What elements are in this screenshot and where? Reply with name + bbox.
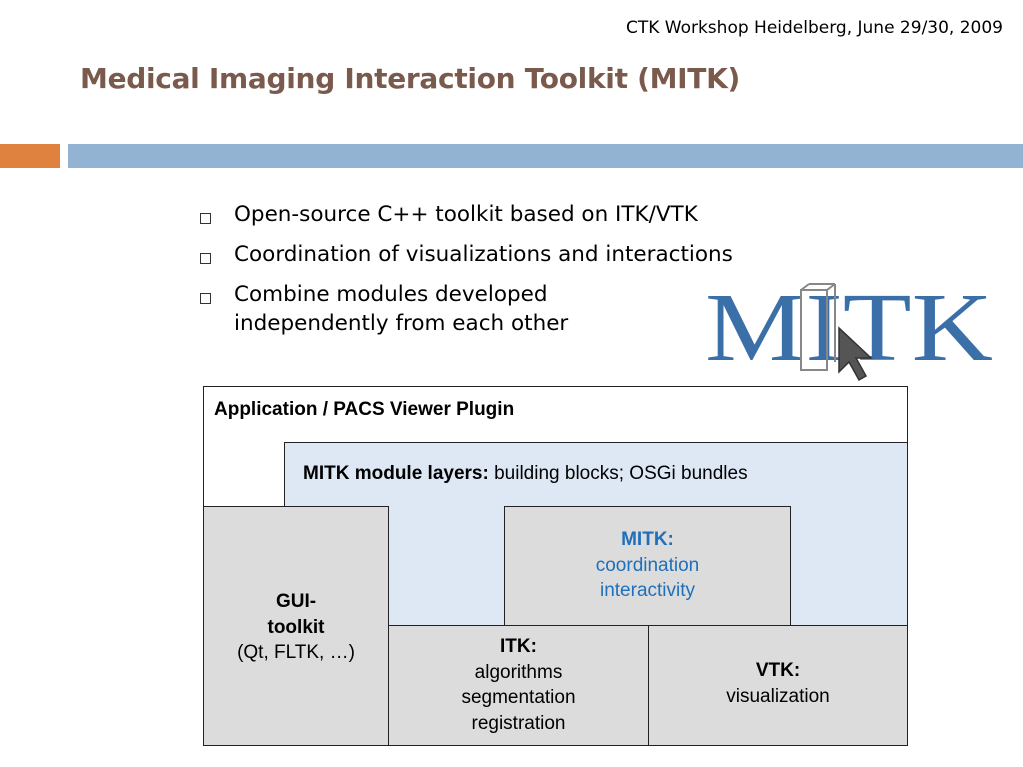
- mitk-line: coordination: [595, 554, 700, 576]
- header-note: CTK Workshop Heidelberg, June 29/30, 200…: [625, 18, 1003, 38]
- bullet-item: Combine modules developed independently …: [198, 280, 733, 338]
- itk-title: ITK:: [500, 636, 537, 657]
- bullet-text: Open-source C++ toolkit based on ITK/VTK: [234, 202, 698, 227]
- gui-detail: (Qt, FLTK, …): [237, 642, 355, 664]
- logo-text: MITK: [705, 282, 993, 382]
- vtk-title: VTK:: [755, 660, 801, 681]
- mitk-logo: MITK: [705, 282, 993, 382]
- itk-block: ITK: algorithms segmentation registratio…: [388, 625, 649, 746]
- gui-title: GUI-: [275, 591, 317, 612]
- mitk-line: interactivity: [599, 580, 696, 602]
- bullet-text: Combine modules developed: [234, 282, 548, 308]
- cursor-arrow-icon: [800, 283, 873, 382]
- gui-title-2: toolkit: [267, 616, 325, 638]
- gui-toolkit-block: GUI- toolkit (Qt, FLTK, …): [203, 506, 389, 746]
- mitk-title: MITK:: [621, 529, 674, 550]
- square-bullet-icon: [200, 213, 211, 224]
- itk-line: registration: [471, 712, 566, 734]
- accent-bar-blue: [68, 144, 1023, 168]
- itk-line: algorithms: [474, 661, 563, 683]
- bullet-text: Coordination of visualizations and inter…: [234, 242, 733, 268]
- bullet-item: Open-source C++ toolkit based on ITK/VTK: [198, 200, 733, 229]
- mitk-core-block: MITK: coordination interactivity: [504, 506, 791, 626]
- bullet-list: Open-source C++ toolkit based on ITK/VTK…: [198, 200, 733, 349]
- module-layers-label: MITK module layers: building blocks; OSG…: [303, 463, 748, 484]
- bullet-text: independently from each other: [234, 311, 569, 337]
- itk-line: segmentation: [461, 687, 576, 709]
- accent-bar-orange: [0, 144, 60, 168]
- vtk-line: visualization: [726, 685, 830, 707]
- vtk-block: VTK: visualization: [648, 625, 908, 746]
- square-bullet-icon: [200, 253, 211, 265]
- bullet-item: Coordination of visualizations and inter…: [198, 240, 733, 269]
- square-bullet-icon: [200, 293, 211, 305]
- slide-title: Medical Imaging Interaction Toolkit (MIT…: [80, 62, 740, 95]
- application-label: Application / PACS Viewer Plugin: [214, 399, 515, 420]
